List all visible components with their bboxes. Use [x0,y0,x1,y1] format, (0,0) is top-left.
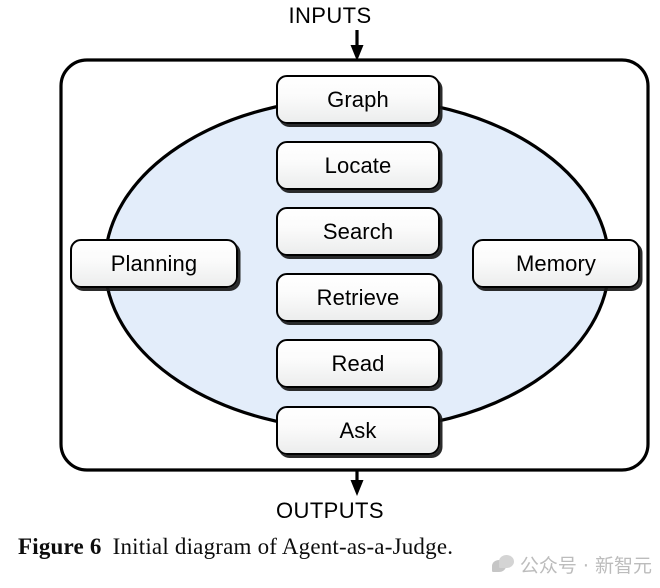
figure-caption: Figure 6 Initial diagram of Agent-as-a-Ju… [18,534,648,560]
inputs-label: INPUTS [288,3,372,28]
node-search-label: Search [322,218,394,244]
figure-caption-text: Initial diagram of Agent-as-a-Judge. [112,534,454,559]
node-memory-label: Memory [515,250,597,276]
node-graph-label: Graph [327,86,389,112]
node-planning-label: Planning [110,250,198,276]
node-locate[interactable]: Locate [276,141,440,190]
node-locate-label: Locate [324,152,392,178]
figure-caption-number: Figure 6 [18,534,102,559]
node-ask-label: Ask [339,417,377,443]
node-planning[interactable]: Planning [70,239,238,288]
node-memory[interactable]: Memory [472,239,640,288]
node-retrieve-label: Retrieve [316,284,400,310]
node-ask[interactable]: Ask [276,406,440,455]
node-read[interactable]: Read [276,339,440,388]
watermark-logo-icon [491,554,514,576]
node-retrieve[interactable]: Retrieve [276,273,440,322]
output-arrow-icon [350,470,364,496]
node-graph[interactable]: Graph [276,75,440,124]
node-read-label: Read [331,350,385,376]
watermark: 公众号 · 新智元 [491,551,652,578]
input-arrow-icon [350,30,364,61]
outputs-label: OUTPUTS [276,498,384,523]
watermark-text: 公众号 · 新智元 [519,555,652,577]
node-search[interactable]: Search [276,207,440,256]
